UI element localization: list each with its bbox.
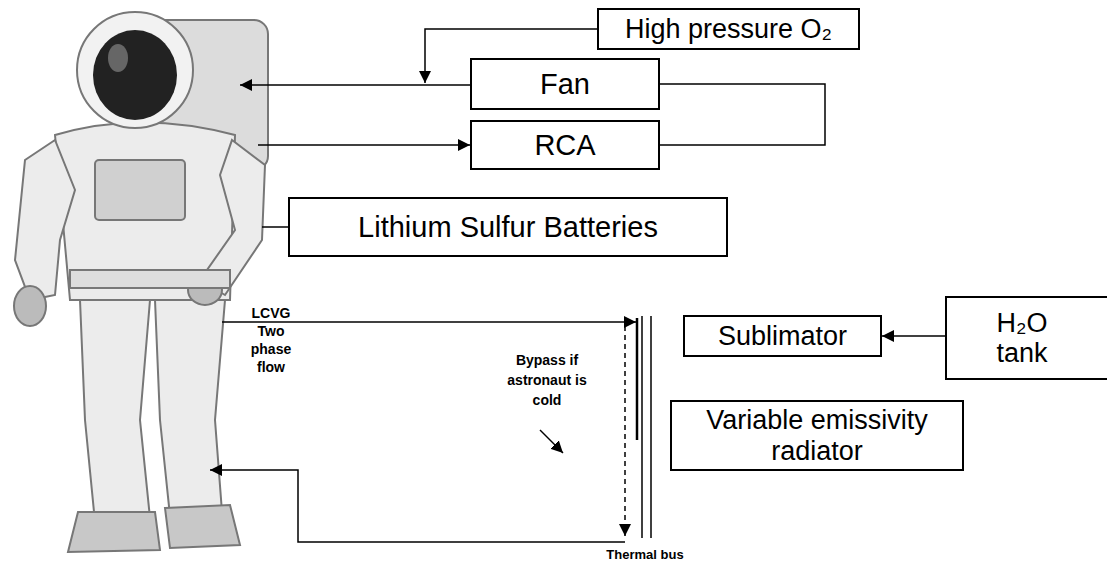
suit-glove (14, 286, 46, 326)
box-text: RCA (534, 129, 595, 161)
suit-arm (15, 140, 75, 300)
flow-connector (660, 84, 825, 145)
suit-helmet (77, 12, 193, 128)
radiator-box: Variable emissivity radiator (670, 400, 964, 471)
supply-box: High pressure O₂ (597, 8, 860, 50)
bus-label: Thermal bus (590, 547, 700, 562)
bypass-line (624, 326, 626, 536)
ventilation-supply-line (240, 84, 470, 86)
bypass-note: Bypass if astronaut is cold (497, 350, 597, 410)
lcvg-supply-line (222, 321, 636, 323)
suit-torso (55, 123, 235, 301)
fan-box: Fan (470, 58, 660, 110)
box-text: Variable emissivity radiator (682, 405, 952, 465)
battery-box: Lithium Sulfur Batteries (288, 197, 728, 257)
box-text: Lithium Sulfur Batteries (358, 211, 658, 243)
suit-boot (68, 512, 160, 552)
suit-belt (70, 270, 230, 288)
thermal-bus-line (650, 316, 652, 538)
battery-line (262, 226, 288, 228)
sublimator-box: Sublimator (683, 315, 882, 357)
rca-box: RCA (470, 120, 660, 170)
box-text: High pressure O₂ (625, 14, 832, 44)
flow-label: LCVG Two phase flow (240, 304, 302, 376)
suit-leg (80, 300, 150, 522)
thermal-bus-line (641, 316, 643, 538)
box-text: Fan (540, 68, 590, 100)
display-control-module (95, 160, 185, 220)
tank-box: H₂O tank (945, 296, 1107, 380)
bypass-pointer (540, 430, 563, 453)
ventilation-return-line (258, 144, 470, 146)
flow-connector (882, 335, 945, 337)
helmet-visor (93, 30, 177, 120)
visor-highlight (108, 44, 128, 72)
suit-boot (165, 505, 240, 548)
box-text: Sublimator (718, 321, 847, 351)
suit-leg (155, 300, 225, 516)
box-text: H₂O tank (987, 308, 1067, 368)
bus-contact (636, 318, 639, 440)
lcvg-return-line (210, 470, 625, 542)
